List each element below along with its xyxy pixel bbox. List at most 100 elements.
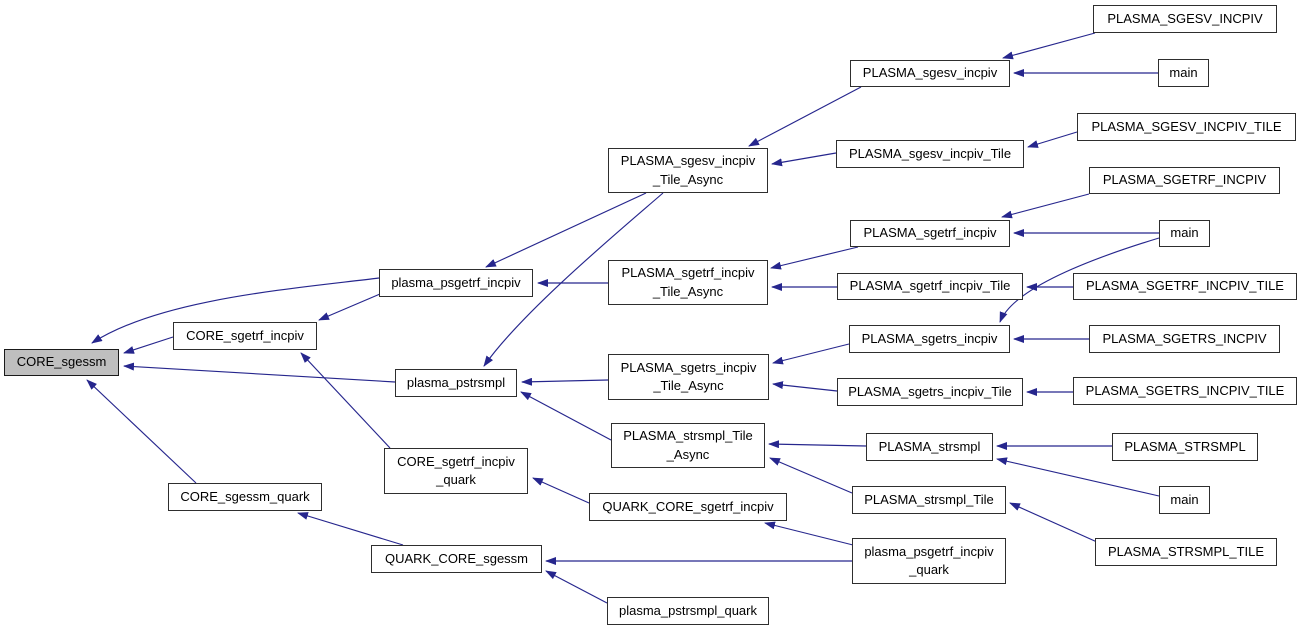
- node-plasma_sgetrf_incpiv_tile_caps[interactable]: PLASMA_SGETRF_INCPIV_TILE: [1073, 273, 1297, 300]
- node-plasma_sgetrs_incpiv_caps[interactable]: PLASMA_SGETRS_INCPIV: [1089, 325, 1280, 353]
- node-label: PLASMA_SGETRS_INCPIV: [1102, 330, 1267, 346]
- node-label: QUARK_CORE_sgetrf_incpiv: [602, 498, 774, 514]
- node-plasma_strsmpl[interactable]: PLASMA_strsmpl: [866, 433, 993, 461]
- edge-plasma_strsmpl_tile_async-to-plasma_pstrsmpl: [520, 391, 612, 441]
- node-label: _Tile_Async: [652, 171, 724, 187]
- node-label: plasma_pstrsmpl_quark: [618, 602, 757, 618]
- edge-plasma_sgetrs_incpiv-to-plasma_sgetrs_incpiv_tile_async: [772, 343, 850, 365]
- node-label: PLASMA_STRSMPL: [1124, 438, 1246, 454]
- edge-plasma_sgesv_incpiv_tile-to-plasma_sgesv_incpiv_tile_async: [771, 152, 837, 167]
- node-label: _quark: [909, 562, 949, 577]
- node-label: main: [1169, 64, 1198, 80]
- edge-plasma_sgetrf_incpiv_caps-to-plasma_sgetrf_incpiv: [1001, 193, 1090, 219]
- node-plasma_strsmpl_tile_async[interactable]: PLASMA_strsmpl_Tile _Async: [611, 423, 765, 468]
- node-quark_core_sgetrf_incpiv[interactable]: QUARK_CORE_sgetrf_incpiv: [589, 493, 787, 521]
- node-label: _quark: [436, 472, 476, 487]
- node-plasma_strsmpl_tile[interactable]: PLASMA_strsmpl_Tile: [852, 486, 1006, 514]
- node-label: PLASMA_sgesv_incpiv: [862, 65, 998, 81]
- node-plasma_psgetrf_incpiv[interactable]: plasma_psgetrf_incpiv: [379, 269, 533, 297]
- node-plasma_sgesv_incpiv_caps[interactable]: PLASMA_SGESV_INCPIV: [1093, 5, 1277, 33]
- edge-core_sgessm_quark-to-core_sgessm: [86, 379, 197, 484]
- edge-plasma_pstrsmpl-to-core_sgessm: [123, 362, 396, 383]
- node-plasma_sgetrf_incpiv_tile_async[interactable]: PLASMA_sgetrf_incpiv _Tile_Async: [608, 260, 768, 305]
- node-core_sgessm_quark[interactable]: CORE_sgessm_quark: [168, 483, 322, 511]
- node-label: _Async: [666, 446, 710, 462]
- edge-plasma_pstrsmpl_quark-to-quark_core_sgessm: [545, 570, 608, 604]
- node-label: main: [1170, 491, 1199, 507]
- node-label: plasma_pstrsmpl: [406, 374, 506, 390]
- node-label: PLASMA_SGESV_INCPIV: [1107, 10, 1263, 26]
- node-label: PLASMA_strsmpl_Tile: [623, 428, 753, 444]
- edge-plasma_sgesv_incpiv_caps-to-plasma_sgesv_incpiv: [1002, 32, 1096, 60]
- node-quark_core_sgessm[interactable]: QUARK_CORE_sgessm: [371, 545, 542, 573]
- edge-quark_core_sgetrf_incpiv-to-core_sgetrf_incpiv_quark: [532, 477, 590, 504]
- node-label: PLASMA_sgetrf_incpiv_Tile: [849, 278, 1011, 294]
- node-label: PLASMA_sgetrf_incpiv: [863, 225, 997, 241]
- node-label: PLASMA_strsmpl: [878, 438, 981, 454]
- node-plasma_sgesv_incpiv_tile[interactable]: PLASMA_sgesv_incpiv_Tile: [836, 140, 1024, 168]
- node-plasma_sgetrs_incpiv_tile[interactable]: PLASMA_sgetrs_incpiv_Tile: [837, 378, 1023, 406]
- node-label: PLASMA_sgesv_incpiv_Tile: [848, 145, 1012, 161]
- node-plasma_psgetrf_incpiv_quark[interactable]: plasma_psgetrf_incpiv _quark: [852, 538, 1006, 584]
- edge-plasma_psgetrf_incpiv-to-core_sgessm: [91, 277, 380, 344]
- node-label: CORE_sgetrf_incpiv: [186, 327, 304, 343]
- edge-plasma_sgetrf_incpiv-to-plasma_sgetrf_incpiv_tile_async: [770, 246, 859, 270]
- node-label: PLASMA_SGETRF_INCPIV: [1102, 172, 1267, 188]
- node-label: PLASMA_SGESV_INCPIV_TILE: [1091, 118, 1282, 134]
- node-label: CORE_sgessm: [16, 354, 107, 370]
- edge-plasma_sgetrs_incpiv_tile-to-plasma_sgetrs_incpiv_tile_async: [772, 381, 838, 392]
- node-plasma_strsmpl_tile_caps[interactable]: PLASMA_STRSMPL_TILE: [1095, 538, 1277, 566]
- node-label: plasma_psgetrf_incpiv: [864, 543, 994, 559]
- edge-plasma_sgetrs_incpiv_tile_async-to-plasma_pstrsmpl: [521, 377, 609, 386]
- edge-main_3-to-plasma_strsmpl: [996, 457, 1160, 497]
- node-label: PLASMA_STRSMPL_TILE: [1107, 543, 1265, 559]
- node-label: PLASMA_strsmpl_Tile: [864, 491, 994, 507]
- node-label: PLASMA_sgetrs_incpiv: [861, 330, 998, 346]
- edge-plasma_psgetrf_incpiv_quark-to-quark_core_sgetrf_incpiv: [764, 521, 854, 546]
- node-core_sgetrf_incpiv_quark[interactable]: CORE_sgetrf_incpiv _quark: [384, 448, 528, 494]
- node-plasma_sgesv_incpiv[interactable]: PLASMA_sgesv_incpiv: [850, 60, 1010, 87]
- edge-plasma_sgesv_incpiv_tile_caps-to-plasma_sgesv_incpiv_tile: [1027, 131, 1078, 148]
- node-main_1[interactable]: main: [1158, 59, 1209, 87]
- node-plasma_strsmpl_caps[interactable]: PLASMA_STRSMPL: [1112, 433, 1258, 461]
- node-plasma_sgetrs_incpiv[interactable]: PLASMA_sgetrs_incpiv: [849, 325, 1010, 353]
- node-label: main: [1170, 225, 1199, 241]
- node-core_sgessm: CORE_sgessm: [4, 349, 119, 376]
- node-label: PLASMA_sgetrs_incpiv: [620, 359, 757, 375]
- node-main_2[interactable]: main: [1159, 220, 1210, 247]
- node-main_3[interactable]: main: [1159, 486, 1210, 514]
- node-label: CORE_sgessm_quark: [180, 488, 310, 504]
- node-plasma_sgetrf_incpiv[interactable]: PLASMA_sgetrf_incpiv: [850, 220, 1010, 247]
- node-core_sgetrf_incpiv[interactable]: CORE_sgetrf_incpiv: [173, 322, 317, 350]
- node-plasma_sgetrs_incpiv_tile_caps[interactable]: PLASMA_SGETRS_INCPIV_TILE: [1073, 377, 1297, 405]
- node-label: plasma_psgetrf_incpiv: [391, 274, 521, 290]
- node-plasma_sgesv_incpiv_tile_caps[interactable]: PLASMA_SGESV_INCPIV_TILE: [1077, 113, 1296, 141]
- node-label: PLASMA_sgesv_incpiv: [620, 153, 756, 169]
- node-plasma_pstrsmpl_quark[interactable]: plasma_pstrsmpl_quark: [607, 597, 769, 625]
- node-plasma_pstrsmpl[interactable]: plasma_pstrsmpl: [395, 369, 517, 397]
- node-label: QUARK_CORE_sgessm: [384, 550, 529, 566]
- node-label: _Tile_Async: [652, 283, 724, 299]
- node-plasma_sgetrf_incpiv_caps[interactable]: PLASMA_SGETRF_INCPIV: [1089, 167, 1280, 194]
- edge-plasma_sgesv_incpiv-to-plasma_sgesv_incpiv_tile_async: [748, 86, 862, 147]
- edge-plasma_sgesv_incpiv_tile_async-to-plasma_pstrsmpl: [483, 192, 664, 367]
- node-label: PLASMA_SGETRS_INCPIV_TILE: [1085, 382, 1285, 398]
- edge-main_2-to-plasma_sgetrs_incpiv: [999, 237, 1160, 323]
- node-label: PLASMA_sgetrf_incpiv: [621, 265, 755, 281]
- node-label: PLASMA_SGETRF_INCPIV_TILE: [1086, 278, 1284, 294]
- edge-plasma_strsmpl-to-plasma_strsmpl_tile_async: [768, 440, 867, 449]
- edge-plasma_strsmpl_tile_caps-to-plasma_strsmpl_tile: [1009, 502, 1098, 543]
- node-plasma_sgesv_incpiv_tile_async[interactable]: PLASMA_sgesv_incpiv _Tile_Async: [608, 148, 768, 193]
- edge-core_sgetrf_incpiv-to-core_sgessm: [123, 336, 174, 354]
- node-label: PLASMA_sgetrs_incpiv_Tile: [848, 383, 1012, 399]
- edge-quark_core_sgessm-to-core_sgessm_quark: [297, 512, 404, 546]
- node-plasma_sgetrs_incpiv_tile_async[interactable]: PLASMA_sgetrs_incpiv _Tile_Async: [608, 354, 769, 400]
- node-label: _Tile_Async: [653, 378, 724, 393]
- node-label: CORE_sgetrf_incpiv: [397, 453, 515, 469]
- edge-plasma_strsmpl_tile-to-plasma_strsmpl_tile_async: [769, 457, 853, 494]
- edge-plasma_psgetrf_incpiv-to-core_sgetrf_incpiv: [318, 293, 381, 321]
- node-plasma_sgetrf_incpiv_tile[interactable]: PLASMA_sgetrf_incpiv_Tile: [837, 273, 1023, 300]
- edge-plasma_sgesv_incpiv_tile_async-to-plasma_psgetrf_incpiv: [485, 192, 647, 268]
